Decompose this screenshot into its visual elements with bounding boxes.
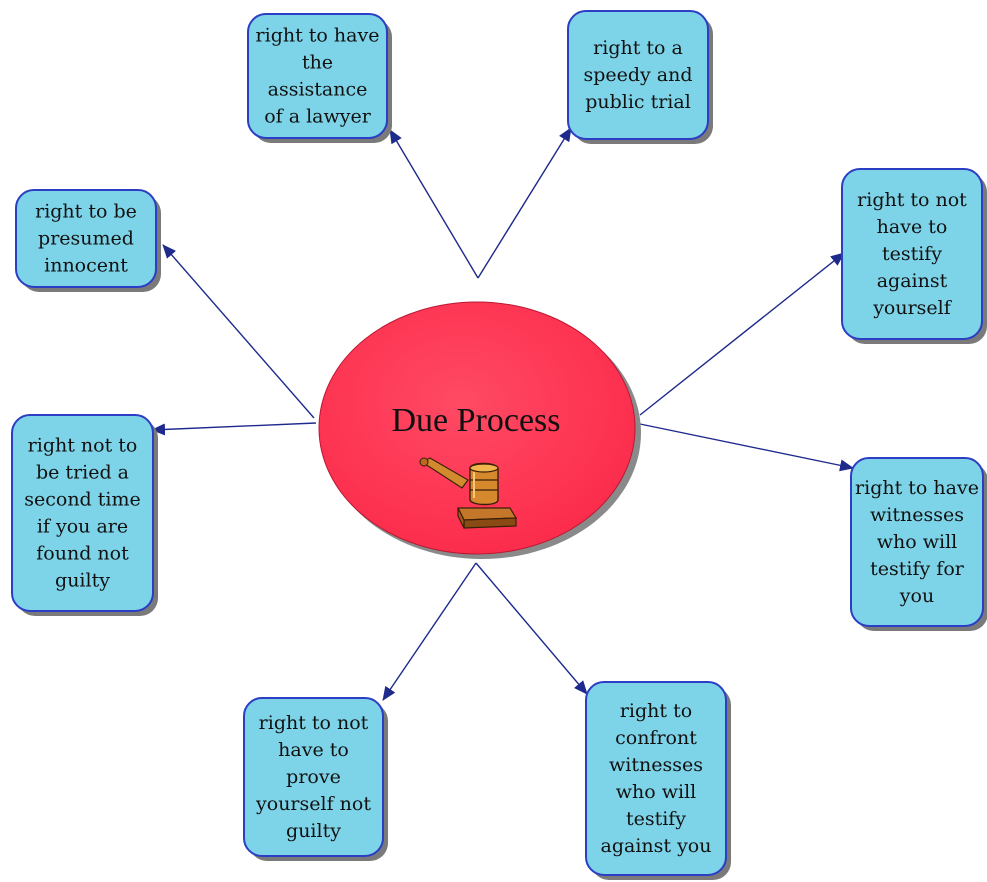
node-label-line: have to xyxy=(877,216,948,238)
node-box xyxy=(243,697,384,857)
center-ellipse xyxy=(318,301,636,555)
right-node-prove-not-guilty[interactable]: right to not have to prove yourself not guil… xyxy=(243,697,388,861)
node-label-line: right to not xyxy=(259,712,369,734)
node-box xyxy=(15,189,157,288)
node-label-line: right to not xyxy=(857,189,967,211)
right-node-witnesses-for[interactable]: right to have witnesses who will testify fo… xyxy=(850,457,987,631)
node-label-line: presumed xyxy=(38,228,134,250)
right-node-lawyer[interactable]: right to have the assistance of a lawyer xyxy=(247,13,392,143)
node-label-line: right to be xyxy=(35,201,137,223)
node-label-line: have to xyxy=(278,739,349,761)
node-label-line: testify xyxy=(882,243,942,265)
node-label-line: speedy and xyxy=(583,64,692,86)
node-label-line: right not to xyxy=(28,435,138,457)
connector-witnesses-for xyxy=(639,423,854,472)
center-node: Due Process xyxy=(318,301,641,559)
node-box xyxy=(11,414,154,612)
node-label-line: innocent xyxy=(44,255,128,277)
connector-double-jeopardy xyxy=(151,422,317,436)
node-label-line: testify xyxy=(626,808,686,830)
node-label-line: the xyxy=(302,52,333,74)
right-node-speedy-trial[interactable]: right to a speedy and public trial xyxy=(567,10,713,144)
node-label-line: public trial xyxy=(585,91,691,113)
node-label-line: found not xyxy=(36,543,129,565)
center-title: Due Process xyxy=(391,402,560,439)
node-label-line: witnesses xyxy=(609,754,703,776)
node-label-line: who will xyxy=(877,531,957,553)
connectors xyxy=(151,127,854,701)
node-label-line: right to xyxy=(620,700,692,722)
node-box xyxy=(567,10,709,140)
node-label-line: who will xyxy=(616,781,696,803)
node-box xyxy=(247,13,388,139)
connector-lawyer xyxy=(389,129,479,279)
node-label-line: of a lawyer xyxy=(264,106,372,128)
node-label-line: assistance xyxy=(268,79,368,101)
node-label-line: second time xyxy=(24,489,141,511)
node-label-line: witnesses xyxy=(870,504,964,526)
node-label-line: be tried a xyxy=(36,462,129,484)
node-label-line: confront xyxy=(615,727,697,749)
node-label-line: guilty xyxy=(286,820,341,842)
node-label-line: you xyxy=(899,585,934,607)
connector-not-testify-against xyxy=(639,252,845,416)
node-label-line: right to have xyxy=(855,477,979,499)
right-node-not-testify-against[interactable]: right to not have to testify against yoursel… xyxy=(841,168,987,344)
node-label-line: testify for xyxy=(870,558,965,580)
gavel-icon xyxy=(419,457,518,529)
node-label-line: yourself not xyxy=(255,793,371,815)
node-label-line: yourself xyxy=(872,297,953,319)
connector-speedy-trial xyxy=(477,127,572,279)
node-box xyxy=(850,457,984,627)
node-label-line: if you are xyxy=(37,516,128,538)
node-box xyxy=(585,681,727,876)
node-box xyxy=(841,168,983,340)
node-label-line: guilty xyxy=(55,570,110,592)
node-label-line: right to a xyxy=(593,37,683,59)
node-label-line: prove xyxy=(286,766,341,788)
node-label-line: against you xyxy=(601,835,712,857)
connector-prove-not-guilty xyxy=(382,562,477,701)
right-node-double-jeopardy[interactable]: right not to be tried a second time if you … xyxy=(11,414,158,616)
right-node-confront-witnesses[interactable]: right to confront witnesses who will testify… xyxy=(585,681,731,880)
connector-presumed-innocent xyxy=(162,244,315,419)
connector-confront-witnesses xyxy=(475,562,588,695)
node-label-line: right to have xyxy=(256,25,380,47)
right-node-presumed-innocent[interactable]: right to be presumed innocent xyxy=(15,189,161,292)
node-label-line: against xyxy=(877,270,948,292)
